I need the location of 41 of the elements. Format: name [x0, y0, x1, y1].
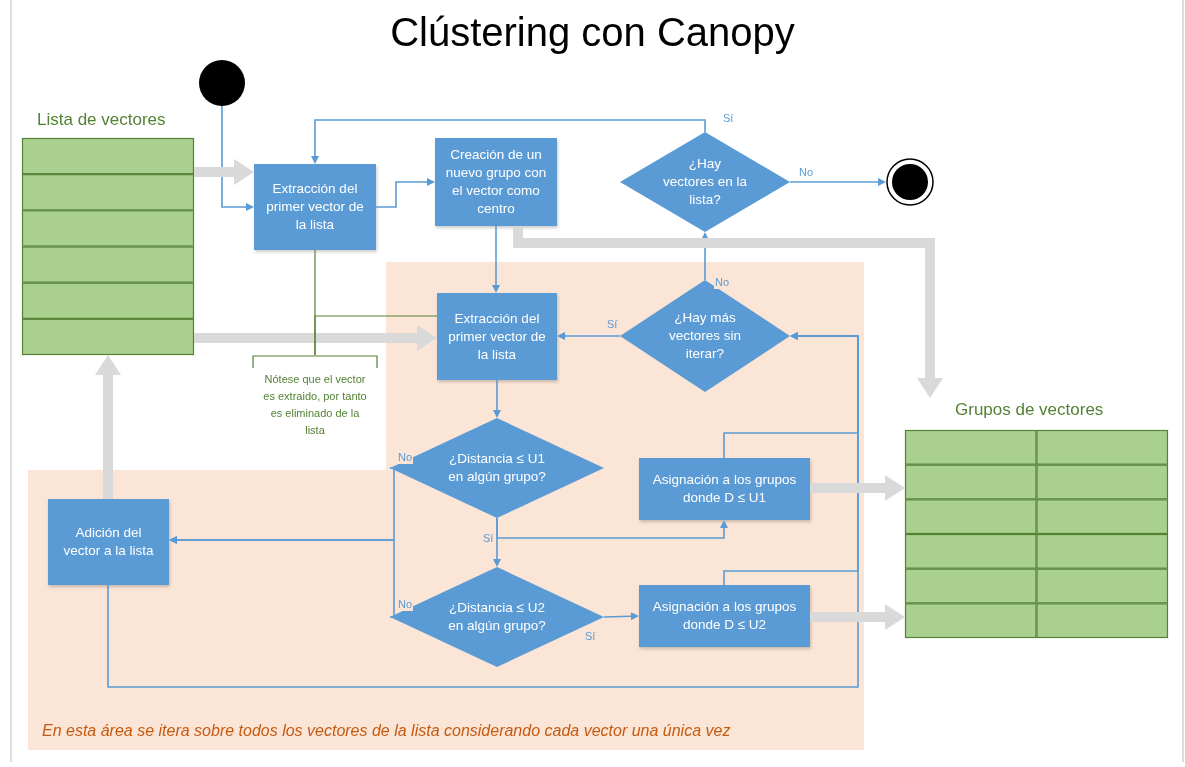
- edge-label: No: [397, 598, 414, 611]
- arrow: [557, 332, 621, 340]
- arrow: [107, 332, 859, 688]
- leader-line: [314, 315, 438, 356]
- edge-label: Sí: [584, 630, 597, 643]
- arrow: [375, 178, 435, 208]
- arrow: [603, 612, 639, 621]
- process-box: Extracción del primer vector de la lista: [437, 293, 557, 380]
- area-note: En esta área se itera sobre todos los vectores de la lista considerando cada vector una única vez: [42, 722, 731, 740]
- flow-arrow: [810, 475, 905, 501]
- process-box: Creación de un nuevo grupo con el vector como centro: [435, 138, 557, 226]
- note-text: Nótese que el vector es extraido, por tanto es eliminado de la lista: [262, 372, 368, 438]
- arrow: [169, 536, 395, 618]
- arrow: [492, 225, 500, 293]
- decision-text: ¿Hay más vectores sin iterar?: [667, 309, 742, 363]
- table-heading: Lista de vectores: [37, 110, 166, 130]
- flow-arrow: [513, 226, 943, 398]
- flow-arrow: [95, 355, 121, 499]
- table-heading: Grupos de vectores: [955, 400, 1104, 420]
- arrow: [493, 379, 501, 418]
- flow-arrow: [194, 159, 254, 185]
- process-box: Adición del vector a la lista: [48, 499, 169, 585]
- arrow: [221, 105, 254, 211]
- edge-label: No: [397, 451, 414, 464]
- arrow: [496, 517, 728, 539]
- arrow: [311, 119, 706, 164]
- edge-label: No: [714, 276, 731, 289]
- edge-label: No: [798, 166, 815, 179]
- edge-label: Sí: [722, 112, 735, 125]
- edge-label: Sí: [482, 532, 495, 545]
- process-box: Asignación a los grupos donde D ≤ U2: [639, 585, 810, 647]
- process-box: Asignación a los grupos donde D ≤ U1: [639, 458, 810, 520]
- decision-text: ¿Distancia ≤ U2 en algún grupo?: [447, 599, 547, 635]
- flow-arrow: [810, 604, 905, 630]
- edge-label: Sí: [606, 318, 619, 331]
- process-box: Extracción del primer vector de la lista: [254, 164, 376, 250]
- arrow: [789, 178, 886, 186]
- decision-text: ¿Distancia ≤ U1 en algún grupo?: [447, 450, 547, 486]
- flow-arrow: [194, 325, 437, 351]
- decision-text: ¿Hay vectores en la lista?: [662, 155, 748, 209]
- diagram-title: Clústering con Canopy: [389, 9, 796, 56]
